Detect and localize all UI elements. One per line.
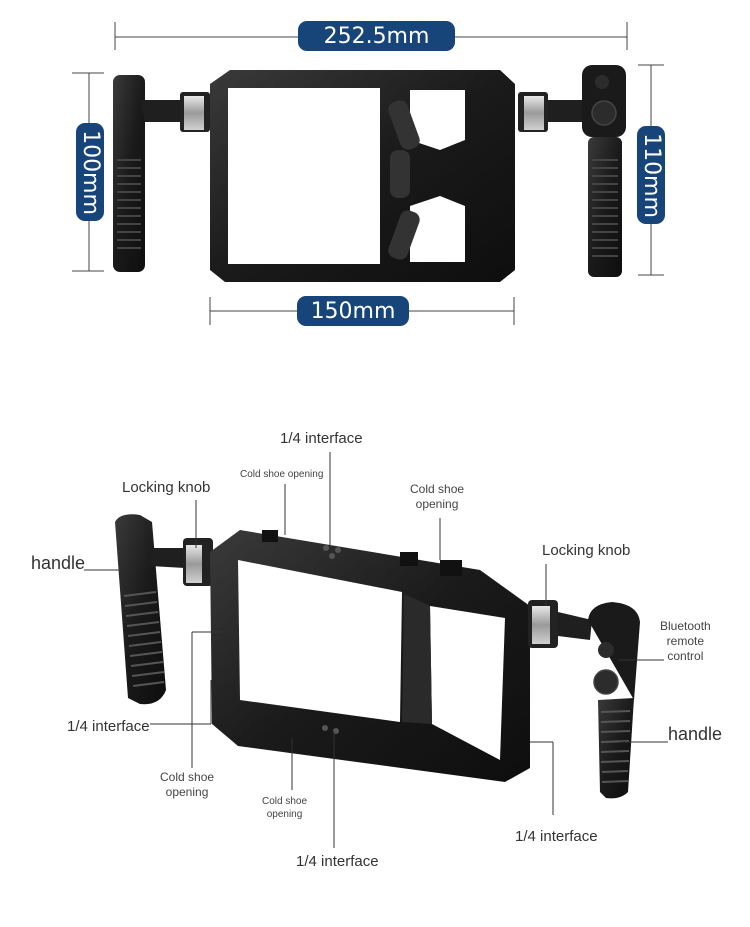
cold-shoe-bottom-mid-line1: Cold shoe <box>262 796 308 807</box>
cold-shoe-bottom-left-line2: opening <box>165 785 209 799</box>
handle-left-label: handle <box>31 553 86 573</box>
cage-front-view <box>113 65 626 282</box>
left-interface-label: 1/4 interface <box>67 718 150 735</box>
cold-shoe-top-right-line1: Cold shoe <box>410 482 465 496</box>
right-interface-label: 1/4 interface <box>515 828 598 845</box>
inner-width-dimension-badge: 150mm <box>297 296 409 326</box>
locking-knob-right-label: Locking knob <box>542 542 631 559</box>
bluetooth-line1: Bluetooth <box>660 619 711 633</box>
leader-lines <box>84 452 668 848</box>
cold-shoe-bottom-left-label: Cold shoe opening <box>160 770 214 800</box>
cold-shoe-bottom-left-line1: Cold shoe <box>160 770 215 784</box>
cold-shoe-bottom-mid-label: Cold shoe opening <box>262 796 307 821</box>
bluetooth-line3: control <box>667 649 704 663</box>
bluetooth-line2: remote <box>666 634 705 648</box>
left-height-dimension-label: 100mm <box>77 129 103 215</box>
cold-shoe-bottom-mid-line2: opening <box>266 808 303 820</box>
left-height-dimension-badge: 100mm <box>76 123 104 221</box>
right-height-dimension-badge: 110mm <box>637 126 665 224</box>
bluetooth-remote-label: Bluetooth remote control <box>660 619 711 664</box>
width-dimension-label: 252.5mm <box>323 23 430 49</box>
width-dimension-badge: 252.5mm <box>298 21 455 51</box>
inner-width-dimension-label: 150mm <box>310 298 396 324</box>
cold-shoe-top-right-label: Cold shoe opening <box>410 482 464 512</box>
cold-shoe-top-left-label: Cold shoe opening <box>240 469 324 480</box>
cold-shoe-top-right-line2: opening <box>415 497 459 511</box>
bottom-interface-label: 1/4 interface <box>296 853 379 870</box>
locking-knob-left-label: Locking knob <box>122 479 211 496</box>
cage-perspective-view <box>115 514 640 799</box>
right-height-dimension-label: 110mm <box>638 132 664 218</box>
handle-right-label: handle <box>668 724 723 744</box>
top-interface-label: 1/4 interface <box>280 430 363 447</box>
